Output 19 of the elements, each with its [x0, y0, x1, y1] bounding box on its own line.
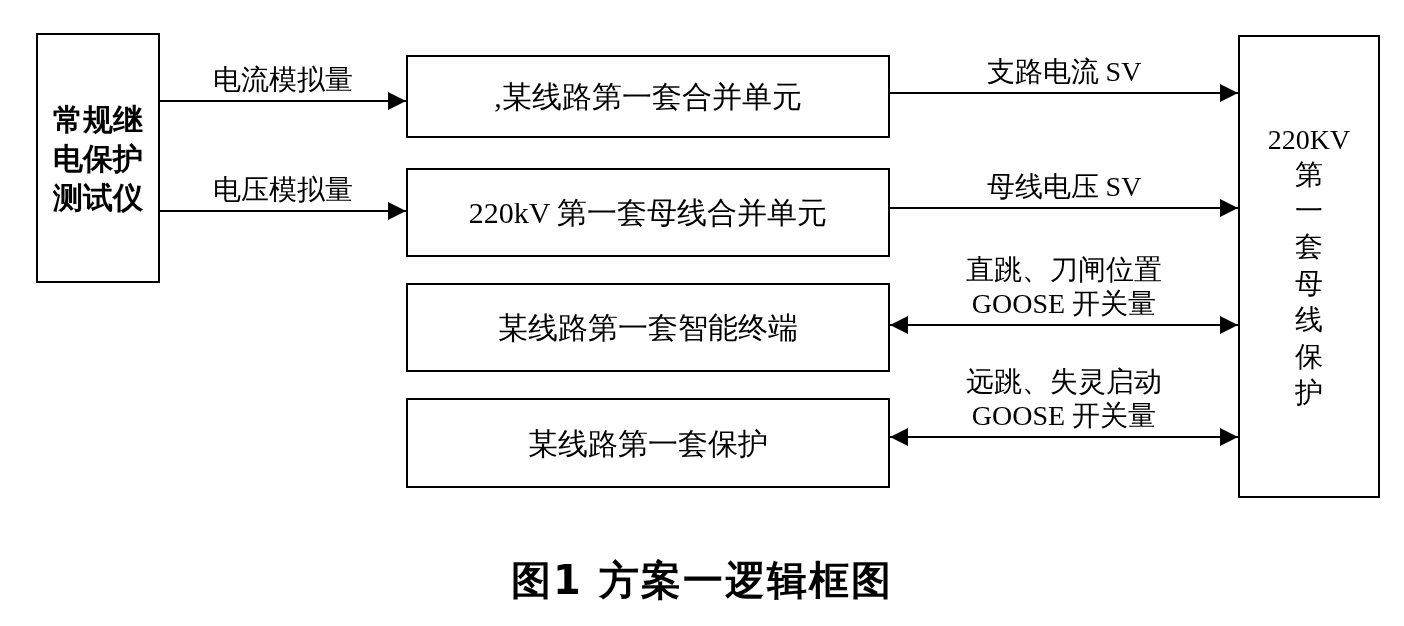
arrow: [159, 92, 407, 110]
arrow: [889, 428, 1239, 446]
process-box: [406, 398, 890, 488]
process-box: [36, 33, 160, 283]
arrow: [889, 199, 1239, 217]
arrow: [159, 202, 407, 220]
process-box: [1238, 35, 1380, 498]
box-label: 某线路第一套保护: [528, 425, 768, 462]
arrow: [889, 316, 1239, 334]
arrow: [889, 84, 1239, 102]
process-box: [406, 168, 890, 257]
figure-caption: 图1 方案一逻辑框图: [511, 556, 893, 605]
box-label: ,某线路第一套合并单元: [494, 79, 802, 115]
box-label: 某线路第一套智能终端: [498, 310, 798, 346]
process-box: [406, 55, 890, 138]
process-box: [406, 283, 890, 372]
box-label: 220KV 第一套母线保护: [1267, 122, 1351, 410]
box-label: 常规继电保护测试仪: [52, 101, 144, 216]
box-label: 220kV 第一套母线合并单元: [468, 195, 828, 231]
